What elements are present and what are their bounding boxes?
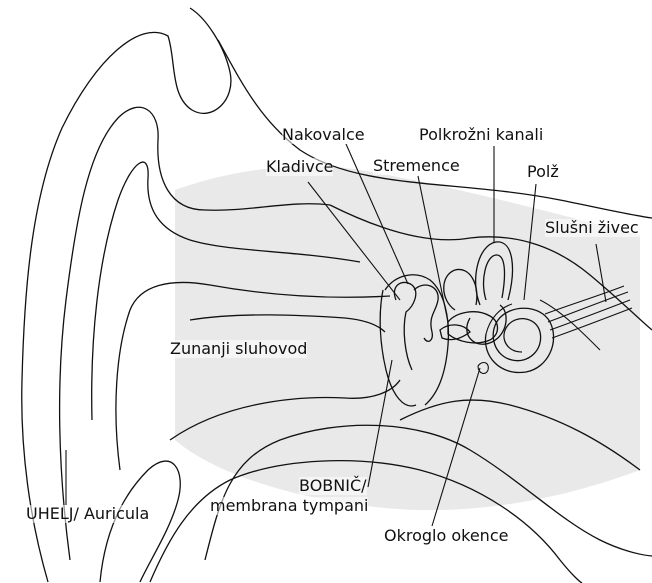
label-bobnic: BOBNIČ/: [299, 477, 367, 495]
label-nakovalce: Nakovalce: [282, 126, 365, 144]
label-stremence: Stremence: [373, 157, 460, 175]
label-uhelj-auricula: UHELJ/ Auricula: [26, 505, 149, 523]
label-kladivce: Kladivce: [266, 158, 333, 176]
label-membrana-tympani: membrana tympani: [210, 497, 368, 515]
label-polz: Polž: [527, 163, 559, 181]
label-zunanji-sluhovod: Zunanji sluhovod: [170, 340, 307, 358]
label-polkrozni-kanali: Polkrožni kanali: [419, 126, 543, 144]
label-slusni-zivec: Slušni živec: [545, 219, 652, 237]
label-okroglo-okence: Okroglo okence: [384, 527, 508, 545]
